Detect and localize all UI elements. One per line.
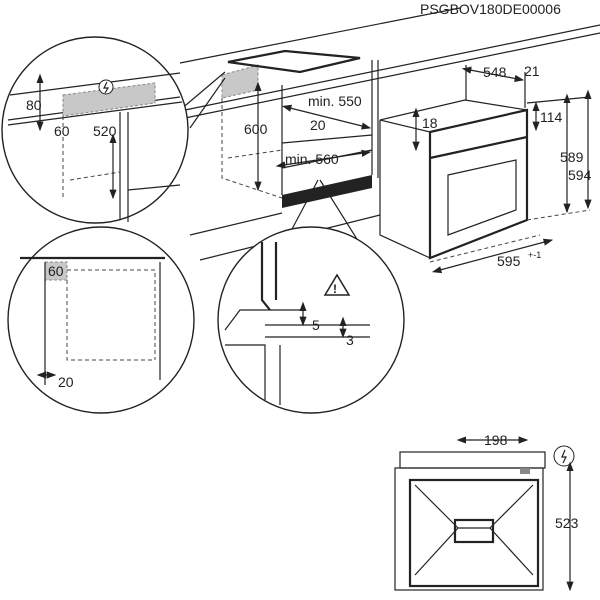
dim-20-label-b: 20 [58, 374, 74, 390]
warning-triangle-icon [323, 273, 351, 296]
min-550-label: min. 550 [308, 93, 362, 109]
dim-3-label: 3 [346, 332, 354, 348]
dim-594-label: 594 [568, 167, 592, 183]
dim-20-label: 20 [310, 117, 326, 133]
min-560-label: min. 560 [285, 151, 339, 167]
dim-523-label: 523 [555, 515, 579, 531]
cabinet-illustration: 600 min. 550 20 min. 560 [179, 7, 600, 261]
dim-589-label: 589 [560, 149, 584, 165]
dim-60-label: 60 [54, 123, 70, 139]
dim-520-label: 520 [93, 123, 117, 139]
electrical-connection-icon [98, 79, 114, 95]
detail-circle-top-left: 80 60 520 [1, 36, 226, 224]
document-code: PSGBOV180DE00006 [420, 1, 561, 17]
dim-600-label: 600 [244, 121, 268, 137]
dim-114-label: 114 [540, 109, 563, 125]
detail-circle-center: ! 5 3 [217, 179, 405, 414]
detail-circle-bottom-left: 60 20 [7, 226, 195, 414]
dim-198-label: 198 [484, 432, 508, 448]
dim-5-label: 5 [312, 317, 320, 333]
dim-21-label: 21 [524, 63, 540, 79]
tolerance-label: +-1 [528, 250, 541, 260]
dim-80-label: 80 [26, 97, 42, 113]
rear-view-illustration: 198 523 [394, 432, 579, 592]
dim-548-label: 548 [483, 64, 507, 80]
dim-18-label: 18 [422, 115, 438, 131]
dim-60-label-b: 60 [48, 263, 64, 279]
oven-illustration: 548 21 18 114 589 594 595 +-1 [379, 63, 592, 274]
warning-mark: ! [333, 282, 337, 296]
dim-595-label: 595 [497, 253, 521, 269]
